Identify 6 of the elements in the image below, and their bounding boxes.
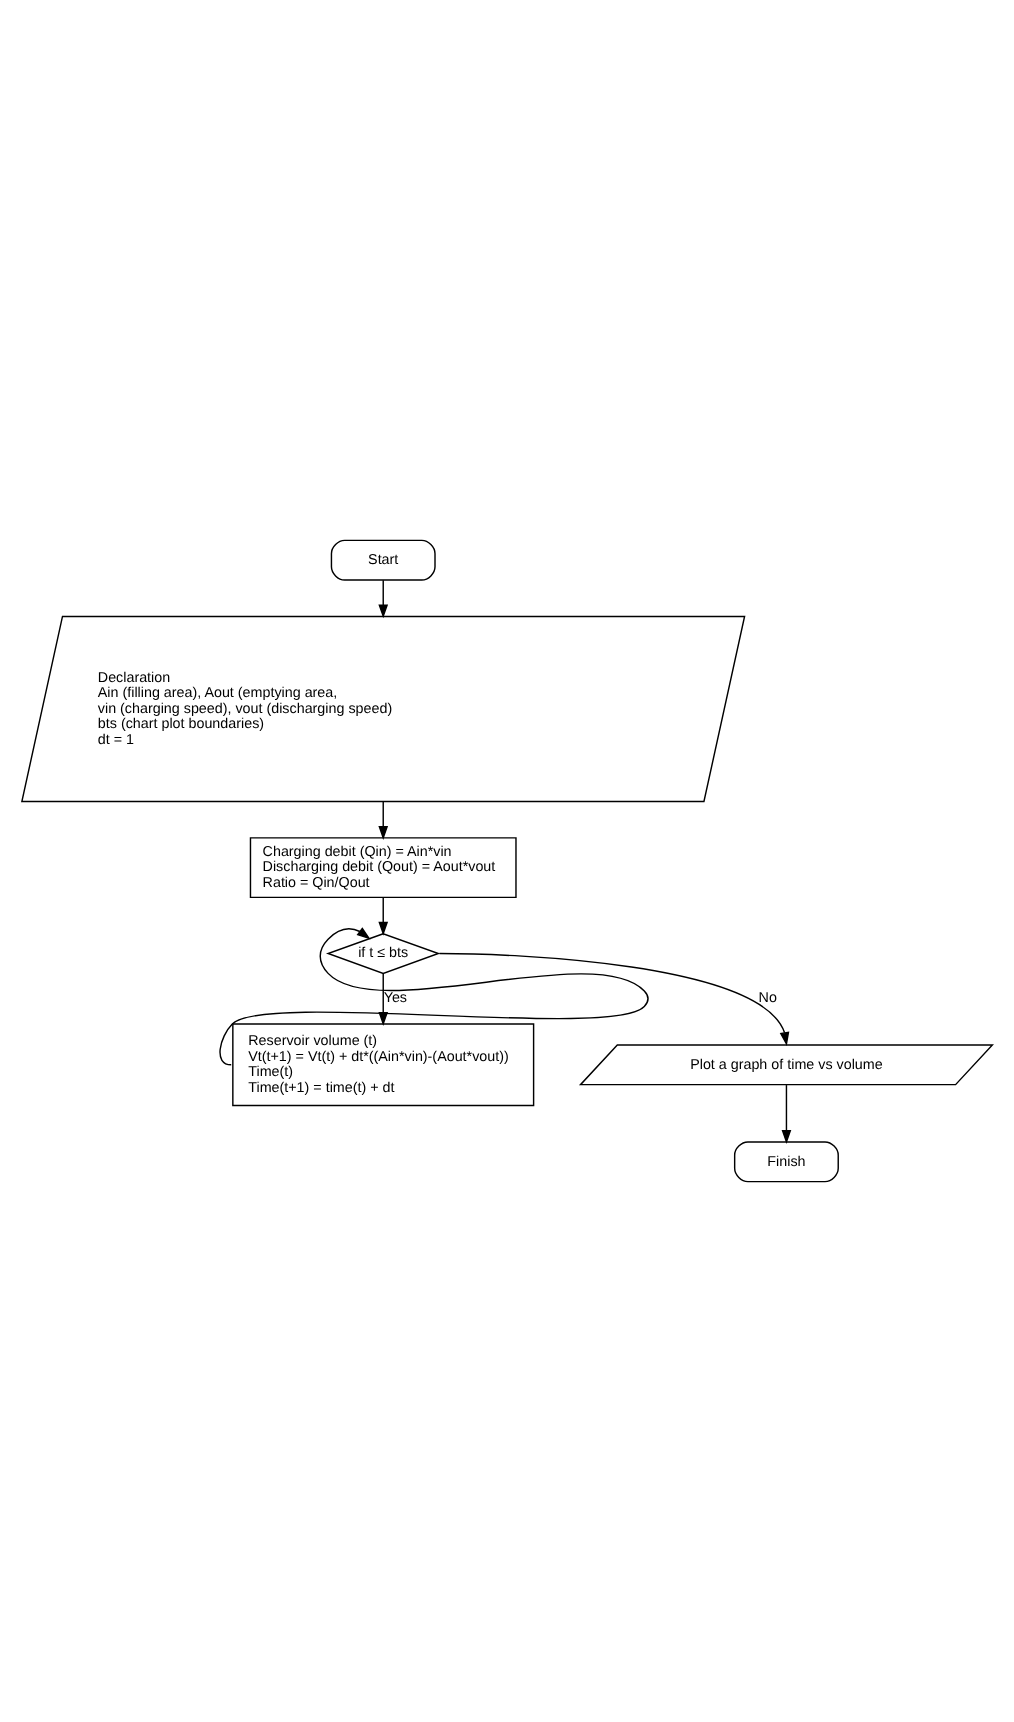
arrow xyxy=(378,896,389,936)
arrow xyxy=(219,927,649,1066)
arrow xyxy=(781,1084,792,1144)
arrow xyxy=(438,952,790,1046)
arrow xyxy=(378,800,389,840)
arrow xyxy=(378,579,389,619)
